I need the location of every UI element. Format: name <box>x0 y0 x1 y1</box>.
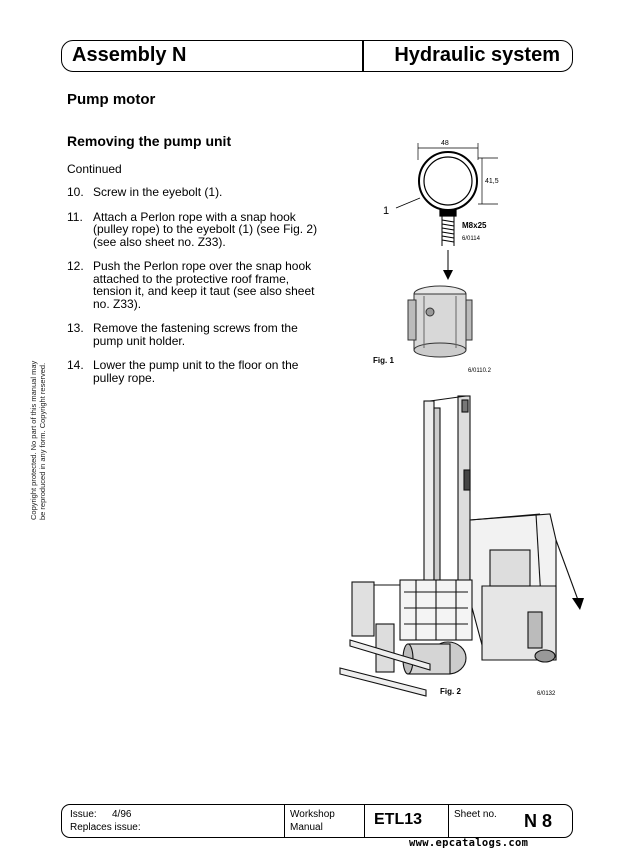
continued-label: Continued <box>67 162 122 176</box>
step-item: 11. Attach a Perlon rope with a snap hoo… <box>67 209 327 249</box>
step-text: Remove the fastening screws from the pum… <box>93 321 298 348</box>
page-header: Assembly N Hydraulic system <box>61 40 573 72</box>
issue-label: Issue: <box>70 809 97 820</box>
doc-type-line2: Manual <box>290 822 323 833</box>
step-text: Push the Perlon rope over the snap hook … <box>93 259 315 311</box>
step-text: Screw in the eyebolt (1). <box>93 185 223 199</box>
page-footer: Issue: 4/96 Replaces issue: Workshop Man… <box>61 804 573 838</box>
step-number: 12. <box>67 259 84 273</box>
doc-type-line1: Workshop <box>290 809 335 820</box>
header-divider <box>362 41 364 71</box>
fig2-label: Fig. 2 <box>440 687 461 696</box>
step-item: 12. Push the Perlon rope over the snap h… <box>67 260 327 310</box>
issue-value: 4/96 <box>112 809 132 820</box>
assembly-title: Assembly N <box>72 44 187 66</box>
step-number: 10. <box>67 185 84 199</box>
fig1-dim-width: 48 <box>441 140 449 147</box>
step-item: 14. Lower the pump unit to the floor on … <box>67 359 327 384</box>
watermark: www.epcatalogs.com <box>409 837 529 849</box>
steps-list: 10. Screw in the eyebolt (1). 11. Attach… <box>67 186 327 396</box>
fig1-bolt-label: M8x25 <box>462 221 487 230</box>
step-item: 10. Screw in the eyebolt (1). <box>67 186 327 199</box>
sheet-label: Sheet no. <box>454 809 497 820</box>
fig1-label: Fig. 1 <box>373 356 394 365</box>
footer-divider <box>364 805 366 837</box>
sheet-number: N 8 <box>524 811 553 831</box>
figures-illustration: 48 41,5 1 M8x25 6/0114 Fig. 1 6/0110.2 <box>339 140 584 697</box>
fig2-code: 6/0132 <box>537 691 556 697</box>
fig1-dim-height: 41,5 <box>485 178 499 185</box>
model-code: ETL13 <box>374 811 423 828</box>
step-number: 11. <box>67 209 83 224</box>
step-text: Attach a Perlon rope with a snap hook (p… <box>93 209 318 249</box>
step-item: 13. Remove the fastening screws from the… <box>67 322 327 347</box>
step-text: Lower the pump unit to the floor on the … <box>93 358 299 385</box>
sub-title: Removing the pump unit <box>67 133 232 149</box>
system-title: Hydraulic system <box>394 44 560 66</box>
footer-divider <box>448 805 450 837</box>
fig1-callout: 1 <box>383 205 389 217</box>
fig1-code-top: 6/0114 <box>462 236 481 242</box>
fig1-code-bottom: 6/0110.2 <box>468 368 492 374</box>
pump-motor-drawing <box>407 285 473 358</box>
replaces-issue-label: Replaces issue: <box>70 822 141 833</box>
step-number: 13. <box>67 321 84 335</box>
section-title: Pump motor <box>67 91 156 108</box>
footer-divider <box>284 805 286 837</box>
step-number: 14. <box>67 358 84 372</box>
forklift-truck-drawing <box>339 395 584 697</box>
fig1-eyebolt-drawing <box>395 143 498 280</box>
